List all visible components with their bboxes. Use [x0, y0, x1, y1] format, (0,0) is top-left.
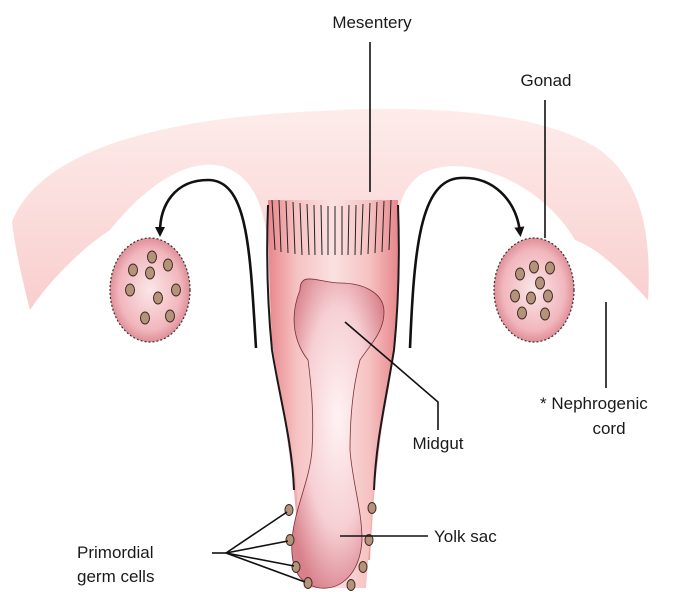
label-primordial-line2: germ cells [77, 567, 154, 586]
label-nephrogenic-cord-line1: * Nephrogenic [540, 394, 648, 413]
leader-primordial-germ-cells [212, 512, 305, 582]
left-gonad [110, 238, 190, 342]
label-midgut: Midgut [412, 434, 463, 453]
label-mesentery: Mesentery [332, 13, 412, 32]
label-gonad: Gonad [520, 71, 571, 90]
label-primordial-line1: Primordial [77, 543, 154, 562]
label-yolk-sac: Yolk sac [434, 527, 497, 546]
label-nephrogenic-cord-line2: cord [592, 419, 625, 438]
right-gonad [494, 238, 574, 342]
